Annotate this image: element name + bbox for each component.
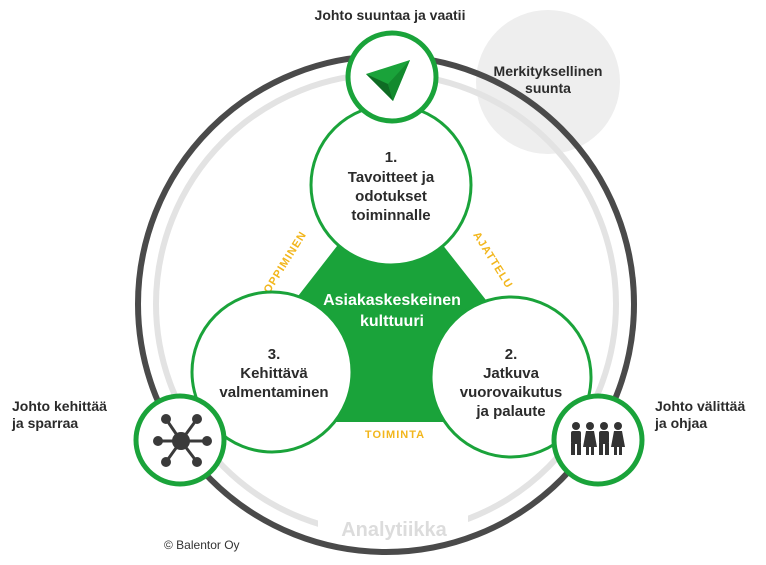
edge-label-right: AJATTELU <box>470 230 514 291</box>
label-top: Johto suuntaa ja vaatii <box>315 7 466 23</box>
analytics-label: Analytiikka <box>341 519 447 541</box>
label-left-line2: ja sparraa <box>11 415 78 431</box>
analytics-label-bg <box>318 514 468 542</box>
network-hub-icon <box>153 414 212 467</box>
circle-2-line3: ja palaute <box>475 403 545 420</box>
circle-3-coaching <box>190 290 354 454</box>
circle-3-number: 3. <box>268 346 281 363</box>
circle-1-line1: Tavoitteet ja <box>348 169 435 186</box>
center-title-line2: kulttuuri <box>360 313 424 330</box>
label-left-line1: Johto kehittää <box>12 398 107 414</box>
edge-label-bottom: TOIMINTA <box>365 429 425 441</box>
edge-label-left: OPPIMINEN <box>262 229 310 295</box>
copyright: © Balentor Oy <box>164 538 240 552</box>
people-group-icon <box>571 422 625 455</box>
circle-2-line1: Jatkuva <box>483 365 540 382</box>
navigation-arrow-icon <box>366 60 410 101</box>
circle-1-number: 1. <box>385 149 398 166</box>
circle-1-line2: odotukset <box>355 188 427 205</box>
circle-2-interaction <box>429 295 593 459</box>
meaning-bubble <box>476 10 620 154</box>
meaning-bubble-line2: suunta <box>525 80 571 96</box>
circle-3-line1: Kehittävä <box>240 365 308 382</box>
circle-2-number: 2. <box>505 346 518 363</box>
meaning-bubble-line1: Merkityksellinen <box>494 63 603 79</box>
center-title-line1: Asiakaskeskeinen <box>323 292 461 309</box>
label-right-line2: ja ohjaa <box>654 415 707 431</box>
label-right-line1: Johto välittää <box>655 398 745 414</box>
right-icon-node <box>551 393 645 487</box>
circle-1-line3: toiminnalle <box>351 207 430 224</box>
circle-3-line2: valmentaminen <box>219 384 328 401</box>
circle-2-line2: vuorovaikutus <box>460 384 563 401</box>
